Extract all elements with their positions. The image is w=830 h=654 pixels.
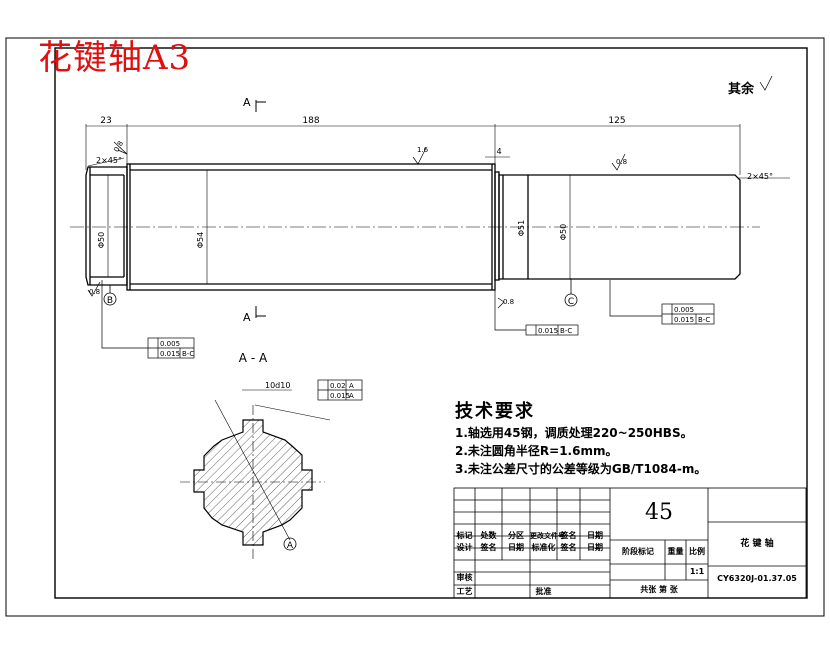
- part-name: 花 键 轴: [740, 539, 774, 549]
- svg-text:C: C: [568, 297, 574, 307]
- row-b-design: 设计: [456, 543, 473, 552]
- drawing-title: 花键轴A3: [38, 38, 192, 78]
- inner-frame: [54, 47, 808, 599]
- drawing-number: CY6320J-01.37.05: [717, 574, 797, 583]
- tolerance-frame-mid: [494, 290, 579, 336]
- svg-text:0.005: 0.005: [160, 340, 180, 348]
- datum-c-symbol: C: [564, 279, 578, 307]
- svg-text:0.015: 0.015: [674, 316, 694, 324]
- rough-r: 0.8: [503, 298, 514, 306]
- row-a-mark: 标记: [456, 531, 473, 540]
- svg-text:B: B: [107, 296, 113, 306]
- row-a-sign: 签名: [560, 531, 577, 540]
- dim-188: 188: [302, 116, 319, 126]
- row-b-date2: 日期: [587, 543, 603, 552]
- outer-border: [5, 37, 825, 617]
- svg-text:B-C: B-C: [560, 327, 572, 335]
- section-markers: [255, 100, 266, 318]
- tech-requirements: 技术要求 1.轴选用45钢，调质处理220~250HBS。 2.未注圆角半径R=…: [455, 400, 706, 478]
- dim-4: 4: [496, 147, 501, 156]
- stage-mark-label: 阶段标记: [622, 547, 654, 556]
- row-b-sign: 签名: [480, 543, 497, 552]
- weight-label: 重量: [667, 547, 684, 556]
- process-label: 工艺: [456, 587, 473, 596]
- row-a-doc: 更改文件号: [530, 532, 565, 540]
- spline-section: A: [180, 399, 331, 560]
- datum-b-symbol: B: [103, 285, 117, 306]
- rough-b: 0.8: [89, 288, 100, 296]
- section-a-bottom: A: [243, 311, 251, 324]
- svg-text:A: A: [349, 392, 354, 400]
- svg-text:A: A: [287, 541, 294, 551]
- dim-spline-width: 10d10: [265, 381, 290, 390]
- chamfer-right: 2×45°: [747, 172, 773, 181]
- section-a-top: A: [243, 96, 251, 109]
- row-a-date: 日期: [587, 531, 603, 540]
- tech-heading: 技术要求: [455, 401, 535, 422]
- rough-mid: 1.6: [417, 146, 429, 154]
- row-a-zone: 分区: [508, 531, 524, 540]
- title-block: [453, 487, 807, 599]
- row-b-sign2: 签名: [560, 543, 577, 552]
- tech-item-2: 2.未注圆角半径R=1.6mm。: [455, 444, 618, 458]
- section-tolerance-frame: [317, 379, 363, 401]
- dim-125: 125: [608, 116, 625, 126]
- roughness-marks: [87, 75, 773, 309]
- chamfer-left: 2×45°: [96, 156, 122, 165]
- dim-phi-r1: Φ51: [517, 220, 526, 236]
- sheets-label: 共张 第 张: [640, 585, 678, 594]
- dim-phi-mid: Φ54: [196, 232, 205, 248]
- scale-label: 比例: [689, 547, 705, 556]
- approve-label: 批准: [535, 587, 552, 596]
- surface-note: 其余: [728, 82, 755, 97]
- svg-text:B-C: B-C: [698, 316, 710, 324]
- length-dims: [85, 124, 741, 175]
- dim-phi-r2: Φ50: [559, 224, 568, 240]
- scale-value: 1:1: [689, 567, 705, 576]
- rough-right: 0.8: [616, 158, 627, 166]
- svg-text:A: A: [349, 382, 354, 390]
- diameter-dims: [107, 170, 571, 284]
- dim-23: 23: [100, 116, 111, 126]
- row-b-std: 标准化: [531, 543, 556, 552]
- row-a-count: 处数: [480, 531, 497, 540]
- tolerance-frame-left: [101, 280, 195, 359]
- rough-left: 0.8: [113, 140, 125, 154]
- svg-text:0.015: 0.015: [330, 392, 350, 400]
- material-value: 45: [645, 500, 673, 525]
- svg-text:0.005: 0.005: [674, 306, 694, 314]
- svg-text:0.02: 0.02: [330, 382, 346, 390]
- tech-item-1: 1.轴选用45钢，调质处理220~250HBS。: [455, 426, 693, 440]
- dim-phi-left: Φ50: [97, 232, 106, 248]
- svg-text:0.015: 0.015: [538, 327, 558, 335]
- review-label: 审核: [456, 573, 473, 582]
- tech-item-3: 3.未注公差尺寸的公差等级为GB/T1084-m。: [455, 462, 707, 476]
- svg-text:0.015: 0.015: [160, 350, 180, 358]
- tolerance-frame-right: [609, 280, 715, 325]
- svg-text:B-C: B-C: [182, 350, 194, 358]
- section-title: A - A: [239, 351, 268, 365]
- row-b-date: 日期: [508, 543, 524, 552]
